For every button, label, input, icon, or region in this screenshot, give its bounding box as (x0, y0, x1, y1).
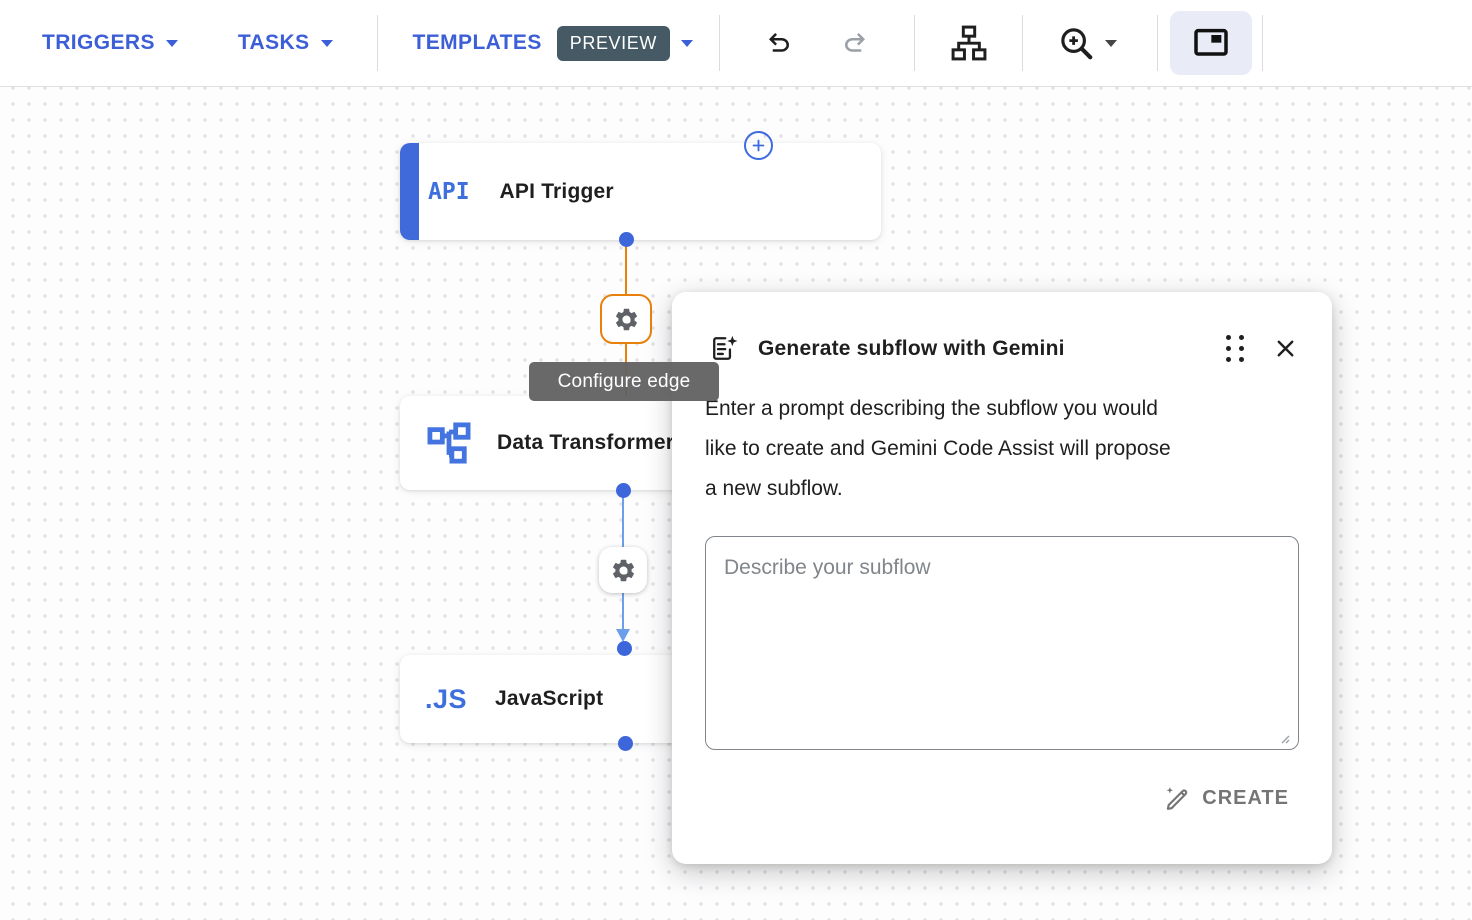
zoom-in-icon (1061, 28, 1093, 60)
preview-badge: PREVIEW (556, 25, 670, 61)
add-node-button[interactable] (744, 131, 773, 160)
dialog-footer: CREATE (705, 777, 1299, 820)
zoom-button[interactable] (1057, 24, 1117, 62)
generate-subflow-dialog: Generate subflow with Gemini Enter a pro… (672, 292, 1332, 864)
magic-pen-icon (1166, 787, 1188, 810)
chevron-down-icon (320, 39, 333, 47)
toolbar-divider (1156, 15, 1158, 71)
edge-arrow-icon (616, 629, 630, 642)
triggers-label: TRIGGERS (42, 31, 155, 54)
toolbar: TRIGGERS TASKS TEMPLATES PREVIEW (0, 0, 1472, 87)
close-icon (1277, 340, 1294, 357)
gear-icon (615, 308, 637, 330)
toolbar-divider (1261, 15, 1263, 71)
api-trigger-icon: API (428, 178, 470, 205)
node-title: Data Transformer (497, 431, 675, 454)
connector-dot[interactable] (618, 736, 633, 751)
chevron-down-icon (1104, 39, 1117, 47)
trigger-accent-bar (400, 143, 419, 240)
dialog-title: Generate subflow with Gemini (758, 336, 1065, 360)
minimap-toggle-icon (1194, 28, 1228, 56)
triggers-menu-button[interactable]: TRIGGERS (42, 31, 178, 55)
prompt-field-wrapper (705, 536, 1299, 755)
toolbar-divider (718, 15, 720, 71)
gear-icon (612, 559, 634, 581)
tasks-menu-button[interactable]: TASKS (238, 31, 333, 55)
auto-layout-icon (951, 25, 987, 61)
configure-edge-tooltip: Configure edge (529, 362, 719, 401)
javascript-icon: .JS (425, 683, 468, 714)
node-api-trigger[interactable]: API API Trigger (400, 143, 881, 240)
edge-line[interactable] (625, 246, 627, 295)
tasks-label: TASKS (237, 31, 310, 54)
undo-icon (768, 33, 789, 52)
description-line: like to create and Gemini Code Assist wi… (705, 437, 1171, 460)
description-line: Enter a prompt describing the subflow yo… (705, 397, 1158, 420)
document-sparkle-icon (713, 335, 738, 360)
close-button[interactable] (1272, 335, 1299, 362)
chevron-down-icon (680, 39, 693, 47)
edge-line[interactable] (622, 497, 624, 548)
toolbar-divider (376, 15, 378, 71)
chevron-down-icon (165, 39, 178, 47)
description-line: a new subflow. (705, 477, 843, 500)
create-button[interactable]: CREATE (1154, 777, 1299, 820)
connector-dot[interactable] (616, 483, 631, 498)
configure-edge-button[interactable] (599, 547, 647, 593)
plus-icon (752, 139, 765, 152)
auto-layout-button[interactable] (948, 22, 990, 64)
node-title: API Trigger (499, 179, 614, 203)
undo-button[interactable] (764, 28, 794, 58)
toolbar-divider (913, 15, 915, 71)
drag-handle[interactable] (1226, 335, 1244, 362)
redo-button[interactable] (840, 28, 870, 58)
templates-menu-button[interactable]: TEMPLATES PREVIEW (412, 25, 693, 61)
connector-dot[interactable] (617, 641, 632, 656)
templates-label: TEMPLATES (412, 31, 542, 54)
node-title: JavaScript (495, 687, 604, 710)
edge-line[interactable] (622, 593, 624, 630)
configure-edge-button[interactable] (600, 294, 652, 344)
dialog-header: Generate subflow with Gemini (705, 334, 1299, 363)
dialog-description: Enter a prompt describing the subflow yo… (705, 389, 1299, 509)
data-transformer-icon (427, 422, 471, 464)
minimap-toggle-button[interactable] (1169, 11, 1252, 75)
toolbar-divider (1021, 15, 1023, 71)
subflow-prompt-input[interactable] (705, 536, 1299, 750)
redo-icon (844, 33, 865, 52)
create-label: CREATE (1202, 787, 1289, 809)
connector-dot[interactable] (619, 232, 634, 247)
